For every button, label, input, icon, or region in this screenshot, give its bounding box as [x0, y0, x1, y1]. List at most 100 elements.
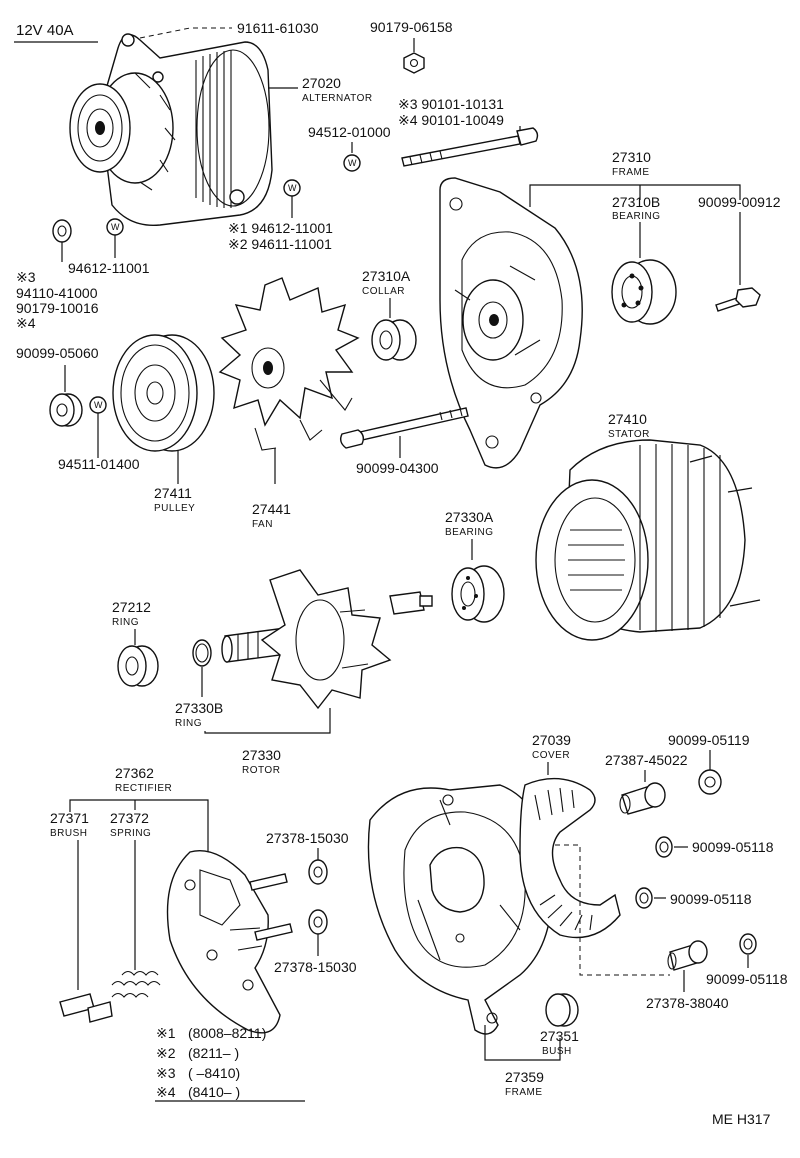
label-27020: 27020: [302, 75, 341, 91]
through-bolt-upper: [401, 127, 539, 167]
note-range-3: ( –8410): [188, 1065, 240, 1081]
insulator-27378-15030-a: [308, 859, 328, 885]
washer-letter: W: [348, 158, 357, 168]
label-27371: 27371: [50, 810, 89, 826]
spec-label: 12V 40A: [16, 22, 74, 39]
caption-stator: STATOR: [608, 429, 650, 440]
insulator-27378-38040: [667, 940, 708, 971]
terminal-27387-45022: [619, 782, 666, 815]
collar-27310a: [371, 319, 417, 361]
leader-27310: [529, 184, 741, 207]
cover-27039: [519, 777, 621, 939]
label-90099-04300: 90099-04300: [356, 460, 439, 476]
note-range-2: (8211– ): [188, 1045, 239, 1061]
rectifier-27362: [166, 850, 293, 1034]
label-27310b: 27310B: [612, 194, 660, 210]
note-mark-1: ※1: [156, 1025, 176, 1041]
label-90179-06158: 90179-06158: [370, 19, 453, 35]
caption-spring: SPRING: [110, 828, 151, 839]
label-90179-10016: 90179-10016: [16, 300, 99, 316]
caption-ring-27212: RING: [112, 617, 139, 628]
diagram-code: ME H317: [712, 1111, 771, 1127]
label-90099-05060: 90099-05060: [16, 345, 99, 361]
label-27351: 27351: [540, 1028, 579, 1044]
note-mark-4: ※4: [156, 1084, 176, 1100]
leader-91611: [139, 27, 232, 39]
alternator-assembly-drawing: [69, 33, 273, 227]
label-27039: 27039: [532, 732, 571, 748]
label-27411: 27411: [154, 485, 192, 501]
caption-ring-27330b: RING: [175, 718, 202, 729]
leader-27330: [204, 708, 331, 734]
insulator-27378-15030-b: [308, 909, 328, 935]
label-27362: 27362: [115, 765, 154, 781]
note-mark-2: ※2: [156, 1045, 176, 1061]
nut-90099-05118-a: [655, 836, 673, 858]
bush-27351: [545, 993, 579, 1027]
label-91611-61030: 91611-61030: [237, 20, 319, 36]
caption-bearing-27330a: BEARING: [445, 527, 494, 538]
stator-27410: [535, 439, 761, 641]
label-27212: 27212: [112, 599, 151, 615]
note-range-1: (8008–8211): [188, 1025, 266, 1041]
rotor-27330: [221, 569, 433, 710]
label-27330: 27330: [242, 747, 281, 763]
label-27441: 27441: [252, 501, 291, 517]
caption-frame-27310: FRAME: [612, 167, 650, 178]
nut-90099-05119: [698, 769, 722, 795]
label-mark4: ※4: [16, 315, 36, 331]
caption-brush: BRUSH: [50, 828, 88, 839]
brush-27371: [59, 993, 113, 1023]
label-27330b: 27330B: [175, 700, 223, 716]
label-27359: 27359: [505, 1069, 544, 1085]
caption-collar: COLLAR: [362, 286, 405, 297]
label-90099-05119: 90099-05119: [668, 732, 750, 748]
spring-27372: [111, 970, 161, 998]
through-bolt-lower: [339, 407, 469, 449]
washer-symbol-94512: [343, 154, 361, 172]
bearing-27310b: [611, 259, 677, 325]
caption-rotor: ROTOR: [242, 765, 280, 776]
caption-rectifier: RECTIFIER: [115, 783, 172, 794]
caption-alternator: ALTERNATOR: [302, 93, 373, 104]
spacer-94110: [52, 219, 72, 243]
note-range-4: (8410– ): [188, 1084, 240, 1100]
nut-90099-05060: [49, 393, 83, 427]
nut-90179-06158: [403, 52, 425, 74]
drive-end-frame-27310: [439, 177, 583, 469]
pulley-27411: [112, 334, 215, 452]
leader-27359: [484, 1025, 561, 1061]
caption-bush: BUSH: [542, 1046, 572, 1057]
label-94612-11001: 94612-11001: [68, 260, 150, 276]
screw-90099-00912: [715, 287, 761, 312]
label-27387-45022: 27387-45022: [605, 752, 688, 768]
label-94612-11001-note1: ※1 94612-11001: [228, 220, 333, 236]
nut-90099-05118-b: [635, 887, 653, 909]
label-27378-15030-b: 27378-15030: [274, 959, 357, 975]
washer-letter: W: [94, 400, 103, 410]
washer-letter: W: [111, 222, 120, 232]
washer-letter: W: [288, 183, 297, 193]
label-mark3: ※3: [16, 269, 36, 285]
dashed-assembly-line: [555, 844, 670, 976]
label-27378-38040: 27378-38040: [646, 995, 729, 1011]
note-mark-3: ※3: [156, 1065, 176, 1081]
label-94110-41000: 94110-41000: [16, 285, 98, 301]
caption-pulley: PULLEY: [154, 503, 195, 514]
leader-27362: [69, 799, 209, 852]
caption-cover: COVER: [532, 750, 570, 761]
bearing-27330a: [451, 565, 505, 623]
fan-27441: [218, 277, 360, 451]
label-90099-00912: 90099-00912: [698, 194, 781, 210]
label-90099-05118-b: 90099-05118: [670, 891, 752, 907]
label-90099-05118-c: 90099-05118: [706, 971, 788, 987]
caption-frame-27359: FRAME: [505, 1087, 543, 1098]
caption-bearing-27310b: BEARING: [612, 211, 661, 222]
label-94611-11001-note2: ※2 94611-11001: [228, 236, 332, 252]
rear-frame-27359: [367, 784, 553, 1035]
label-27410: 27410: [608, 411, 647, 427]
label-90101-10131: ※3 90101-10131: [398, 96, 504, 112]
label-90101-10049: ※4 90101-10049: [398, 112, 504, 128]
nut-90099-05118-c: [739, 933, 757, 955]
